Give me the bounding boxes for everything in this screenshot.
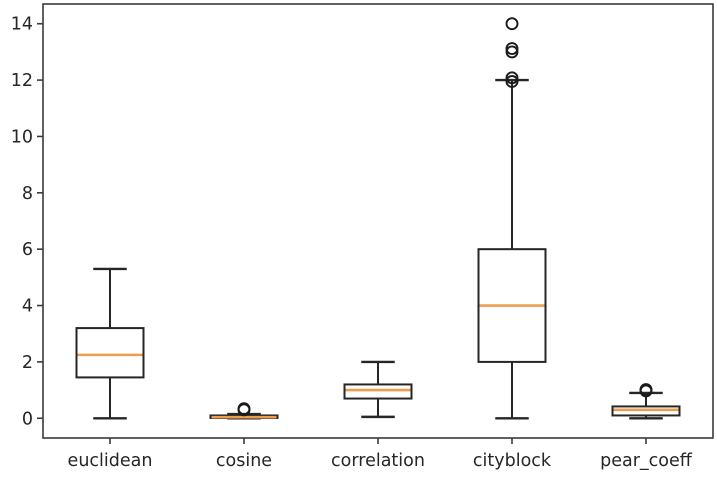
outlier-marker [505,71,519,85]
y-tick-label: 2 [22,353,33,373]
y-tick-label: 10 [11,127,33,147]
box-pear_coeff: pear_coeff [600,383,693,471]
y-tick-label: 8 [22,184,33,204]
outlier-marker [505,45,519,59]
y-tick-label: 6 [22,240,33,260]
outlier-marker [237,402,251,416]
x-tick-label: pear_coeff [600,451,693,471]
box-cityblock: cityblock [473,17,552,471]
x-tick-label: correlation [331,451,425,471]
box-cosine: cosine [209,402,279,471]
x-tick-label: cosine [216,451,272,471]
outlier-marker [505,17,519,31]
box-euclidean: euclidean [68,267,153,471]
outlier-marker [505,42,519,55]
y-tick-label: 14 [11,15,33,35]
outlier-marker [505,75,519,88]
y-tick-label: 12 [11,71,33,91]
x-tick-label: cityblock [473,451,552,471]
iqr-box [343,383,413,400]
x-tick-label: euclidean [68,451,153,471]
iqr-box [75,327,145,379]
y-tick-label: 4 [22,297,33,317]
iqr-box [611,405,681,417]
iqr-box [477,248,547,363]
y-tick-label: 0 [22,409,33,429]
box-correlation: correlation [331,360,425,471]
outlier-marker [639,383,653,396]
